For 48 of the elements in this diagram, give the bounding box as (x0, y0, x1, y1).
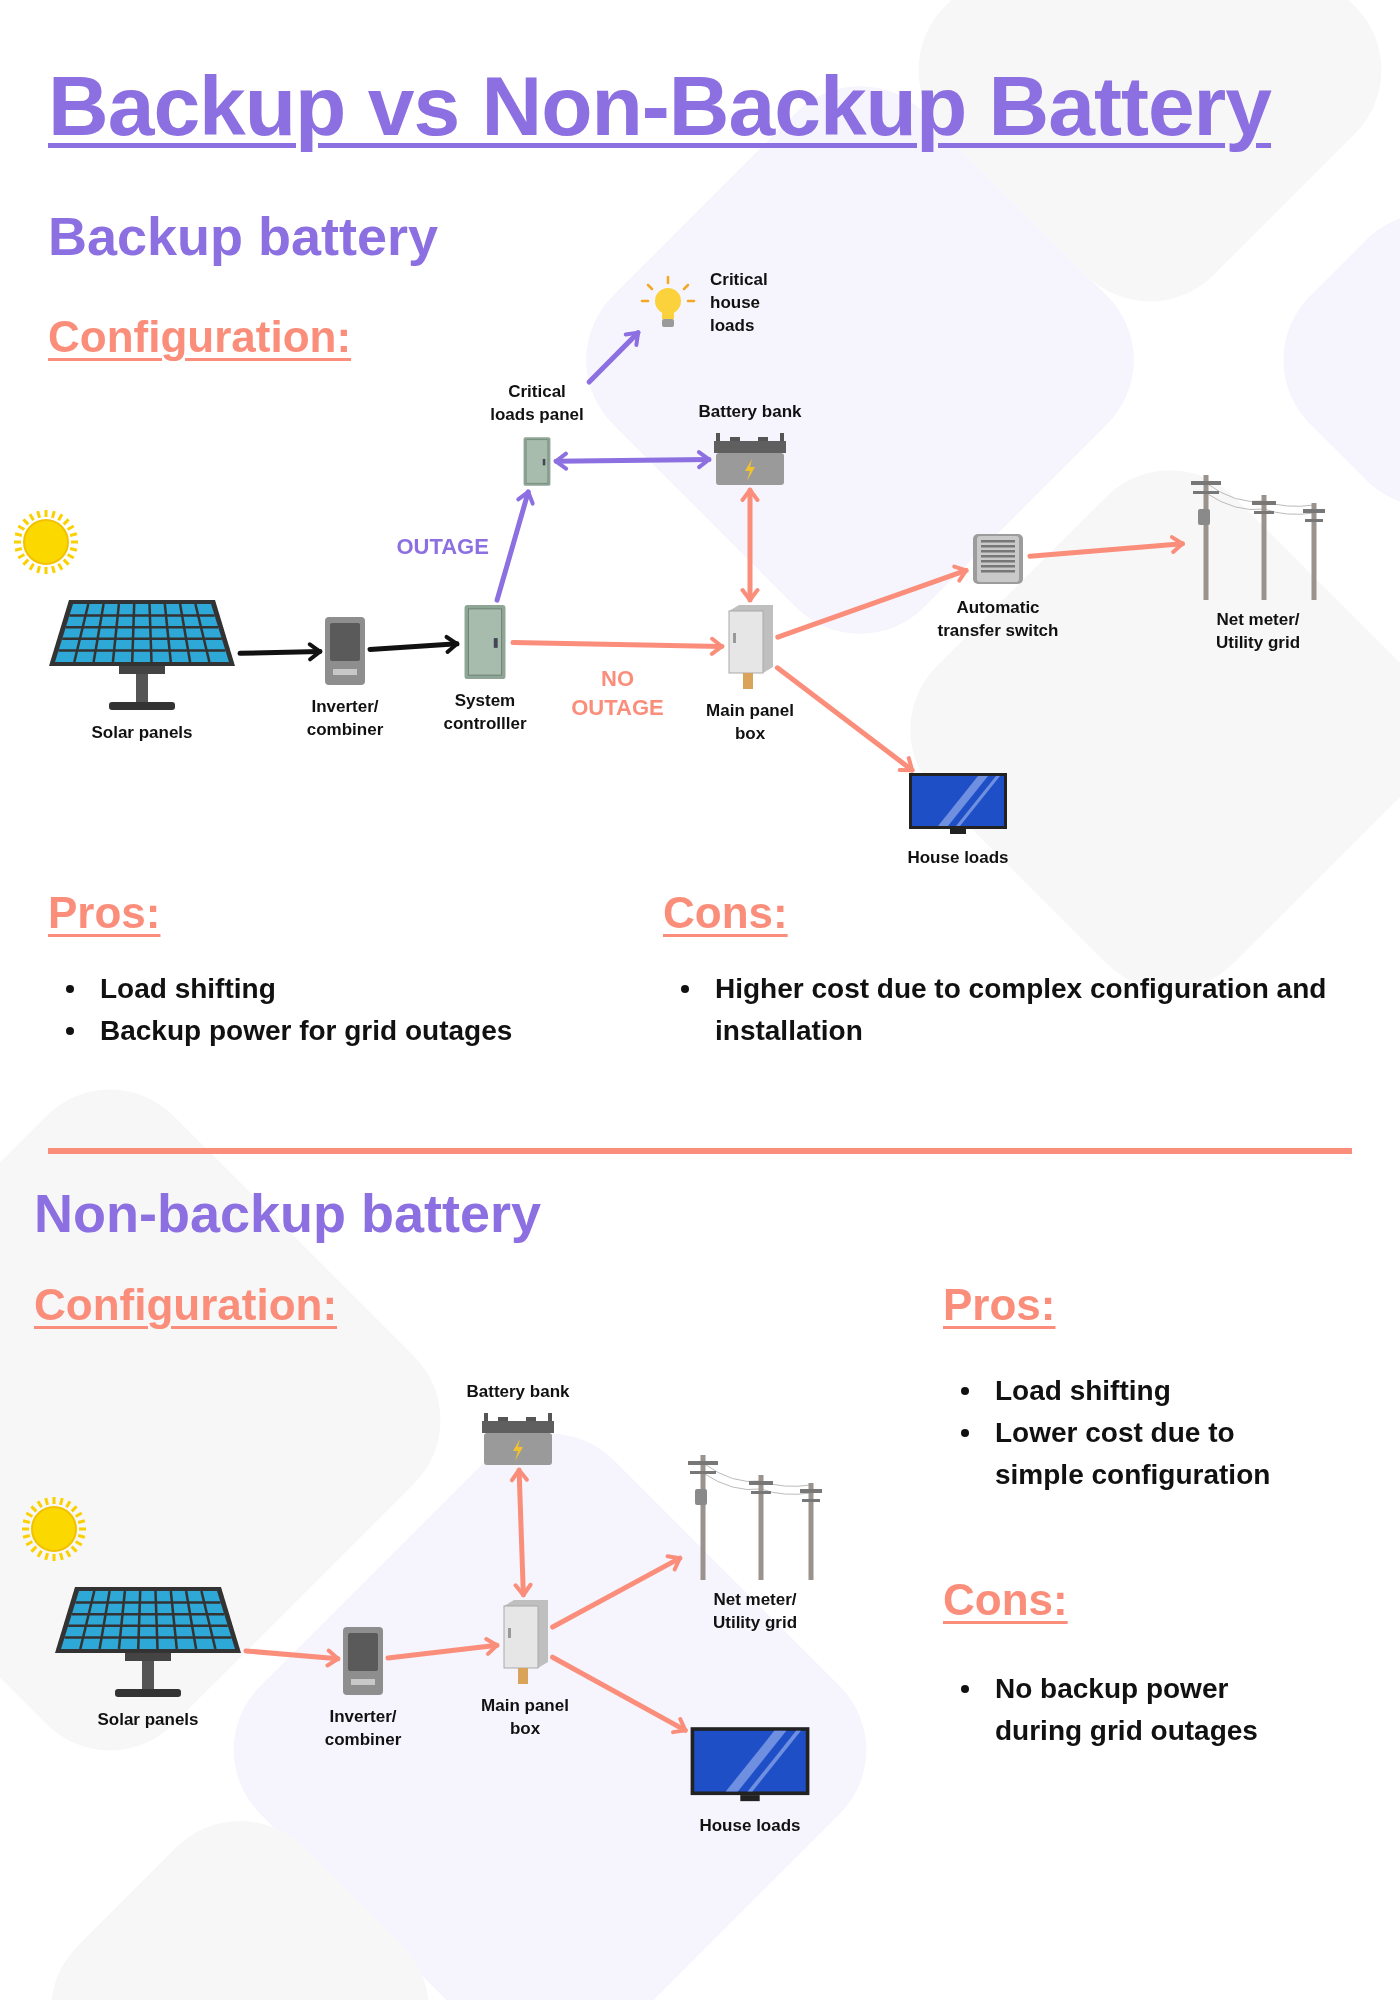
arrow (510, 636, 725, 656)
bullet-text: No backup power during grid outages (995, 1672, 1259, 1748)
arrow (550, 1654, 688, 1735)
heading: Pros: (48, 888, 161, 938)
node-label: Inverter/ combiner (305, 696, 385, 741)
node-label: Automatic transfer switch (936, 597, 1060, 642)
heading: Pros: (943, 1280, 1056, 1330)
node-label: Battery bank (466, 1381, 570, 1403)
arrow (775, 564, 969, 640)
node-label: Battery bank (698, 401, 802, 423)
node-label: Net meter/ Utility grid (1214, 609, 1302, 654)
node-label: Solar panels (91, 722, 193, 744)
heading: Non-backup battery (34, 1182, 542, 1244)
heading: Backup battery (48, 205, 439, 267)
node-label: Solar panels (97, 1709, 199, 1731)
bullet-text: Backup power for grid outages (100, 1014, 514, 1048)
arrow (586, 330, 641, 385)
node-label: Critical house loads (710, 269, 768, 337)
node-label: Inverter/ combiner (323, 1706, 403, 1751)
bullet-text: Load shifting (100, 972, 277, 1006)
bullet-text: Load shifting (995, 1374, 1172, 1408)
bullet-text: Higher cost due to complex configuration and installation (715, 972, 1328, 1048)
arrow (385, 1637, 500, 1661)
edge-label: OUTAGE (395, 532, 490, 561)
arrow (367, 634, 460, 654)
node-label: Main panel box (705, 700, 795, 745)
node-label: Critical loads panel (489, 381, 585, 426)
bullet-text: Lower cost due to simple configuration (995, 1416, 1272, 1492)
title: Backup vs Non-Backup Battery (48, 58, 1273, 155)
node-label: House loads (699, 1815, 801, 1837)
node-label: House loads (907, 847, 1009, 869)
heading: Configuration: (48, 312, 352, 362)
arrow (774, 665, 915, 773)
arrow (237, 642, 323, 662)
arrow (509, 1467, 533, 1598)
heading: Cons: (943, 1575, 1068, 1625)
arrow (1027, 535, 1185, 559)
arrow (243, 1648, 341, 1668)
edge-label: NO OUTAGE (570, 664, 665, 722)
arrow (550, 1554, 683, 1630)
arrow (494, 489, 535, 603)
arrow (553, 450, 712, 471)
node-label: Main panel box (480, 1695, 570, 1740)
node-label: Net meter/ Utility grid (711, 1589, 799, 1634)
arrow (740, 487, 760, 603)
node-label: System controlller (442, 690, 528, 735)
heading: Cons: (663, 888, 788, 938)
heading: Configuration: (34, 1280, 338, 1330)
